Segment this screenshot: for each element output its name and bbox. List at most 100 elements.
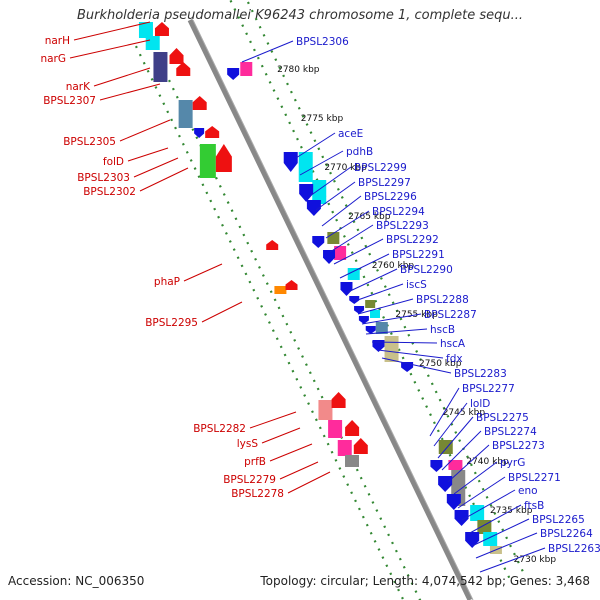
gene-arrow bbox=[154, 22, 169, 36]
gene-label-bpsl2282[interactable]: BPSL2282 bbox=[193, 423, 246, 435]
gene-label-narg[interactable]: narG bbox=[40, 53, 66, 65]
gene-label-bpsl2303[interactable]: BPSL2303 bbox=[77, 172, 130, 184]
gene-label-bpsl2263[interactable]: BPSL2263 bbox=[548, 543, 600, 555]
gene-arrow bbox=[349, 296, 360, 304]
gene-label-bpsl2295[interactable]: BPSL2295 bbox=[145, 317, 198, 329]
gene-connector bbox=[139, 167, 189, 192]
gene-label-bpsl2273[interactable]: BPSL2273 bbox=[492, 440, 545, 452]
gene-label-prfb[interactable]: prfB bbox=[244, 456, 266, 468]
gene-arrow bbox=[358, 316, 369, 324]
gene-arrow bbox=[430, 460, 443, 472]
gene-label-acee[interactable]: aceE bbox=[338, 128, 363, 140]
gene-label-bpsl2274[interactable]: BPSL2274 bbox=[484, 426, 537, 438]
gene-label-phap[interactable]: phaP bbox=[154, 276, 180, 288]
kbp-tick-label: 2740 kbp bbox=[466, 457, 509, 467]
gene-arrow bbox=[354, 306, 365, 314]
gene-label-bpsl2306[interactable]: BPSL2306 bbox=[296, 36, 349, 48]
gene-connector bbox=[361, 313, 422, 325]
gene-label-bpsl2277[interactable]: BPSL2277 bbox=[462, 383, 515, 395]
gene-connector bbox=[339, 253, 390, 279]
gene-connector bbox=[299, 150, 344, 176]
gene-label-bpsl2307[interactable]: BPSL2307 bbox=[43, 95, 96, 107]
gene-label-hscb[interactable]: hscB bbox=[430, 324, 455, 336]
gene-connector bbox=[269, 443, 313, 462]
accession-text: Accession: NC_006350 bbox=[8, 574, 145, 588]
gene-label-bpsl2305[interactable]: BPSL2305 bbox=[63, 136, 116, 148]
kbp-tick-label: 2780 kbp bbox=[277, 65, 320, 75]
gene-block bbox=[375, 322, 388, 334]
gene-label-bpsl2290[interactable]: BPSL2290 bbox=[400, 264, 453, 276]
gene-block bbox=[312, 180, 327, 204]
gene-connector bbox=[475, 532, 538, 559]
gene-connector bbox=[69, 39, 151, 59]
gene-label-fold[interactable]: folD bbox=[103, 156, 124, 168]
gene-arrow bbox=[372, 340, 385, 352]
gene-label-bpsl2292[interactable]: BPSL2292 bbox=[386, 234, 439, 246]
gene-label-lyss[interactable]: lysS bbox=[237, 438, 259, 450]
gene-arrow bbox=[454, 510, 469, 526]
kbp-tick-label: 2775 kbp bbox=[301, 114, 344, 124]
gene-label-lold[interactable]: lolD bbox=[470, 398, 490, 410]
gene-label-narh[interactable]: narH bbox=[45, 35, 70, 47]
gene-label-nark[interactable]: narK bbox=[66, 81, 91, 93]
gene-label-bpsl2264[interactable]: BPSL2264 bbox=[540, 528, 593, 540]
gene-label-bpsl2271[interactable]: BPSL2271 bbox=[508, 472, 561, 484]
gene-label-bpsl2275[interactable]: BPSL2275 bbox=[476, 412, 529, 424]
gene-block bbox=[274, 286, 287, 294]
gene-connector bbox=[183, 263, 223, 282]
gene-label-iscs[interactable]: iscS bbox=[406, 279, 427, 291]
gene-connector bbox=[315, 181, 356, 211]
gene-block bbox=[178, 100, 193, 128]
gene-arrow bbox=[340, 282, 353, 296]
gene-connector bbox=[453, 461, 498, 495]
gene-block bbox=[345, 455, 359, 467]
gene-arrow bbox=[323, 250, 336, 264]
gene-label-bpsl2297[interactable]: BPSL2297 bbox=[358, 177, 411, 189]
kbp-tick-label: 2760 kbp bbox=[372, 261, 415, 271]
gene-label-bpsl2283[interactable]: BPSL2283 bbox=[454, 368, 507, 380]
gene-arrow bbox=[194, 128, 205, 138]
gene-connector bbox=[99, 83, 161, 101]
gene-label-pdhb[interactable]: pdhB bbox=[346, 146, 373, 158]
kbp-tick-label: 2735 kbp bbox=[490, 506, 533, 516]
gene-arrow bbox=[192, 96, 207, 110]
gene-connector bbox=[365, 328, 428, 335]
gene-label-bpsl2279[interactable]: BPSL2279 bbox=[223, 474, 276, 486]
gene-connector bbox=[351, 283, 404, 303]
gene-arrow bbox=[331, 392, 346, 408]
gene-connector bbox=[471, 518, 530, 547]
gene-connector bbox=[461, 489, 516, 521]
gene-label-bpsl2288[interactable]: BPSL2288 bbox=[416, 294, 469, 306]
topology-text: Topology: circular; Length: 4,074,542 bp… bbox=[260, 574, 590, 588]
gene-label-bpsl2278[interactable]: BPSL2278 bbox=[231, 488, 284, 500]
gene-block bbox=[138, 22, 153, 38]
gene-arrow bbox=[227, 68, 240, 80]
gene-connector bbox=[325, 210, 370, 239]
gene-arrow bbox=[353, 438, 368, 454]
gene-connector bbox=[321, 195, 362, 227]
gene-label-hsca[interactable]: hscA bbox=[440, 338, 466, 350]
gene-label-bpsl2265[interactable]: BPSL2265 bbox=[532, 514, 585, 526]
gene-label-bpsl2296[interactable]: BPSL2296 bbox=[364, 191, 417, 203]
gene-label-pyrg[interactable]: pyrG bbox=[500, 457, 525, 469]
gene-label-bpsl2291[interactable]: BPSL2291 bbox=[392, 249, 445, 261]
gene-arrow bbox=[312, 236, 325, 248]
gene-label-fdx[interactable]: fdx bbox=[446, 353, 463, 365]
gene-arrow bbox=[299, 184, 314, 202]
gene-label-bpsl2299[interactable]: BPSL2299 bbox=[354, 162, 407, 174]
forward-gene-labels: BPSL2306 aceE pdhB BPSL2299BPSL2297BPSL2296… bbox=[241, 36, 600, 573]
gene-arrow bbox=[365, 326, 376, 334]
gene-arrow bbox=[345, 420, 360, 436]
gene-block bbox=[470, 505, 485, 521]
gene-label-eno[interactable]: eno bbox=[518, 485, 538, 497]
gene-label-bpsl2302[interactable]: BPSL2302 bbox=[83, 186, 136, 198]
gene-arrow bbox=[169, 48, 184, 64]
gene-label-ftsb[interactable]: ftsB bbox=[524, 500, 544, 512]
gene-connector bbox=[429, 387, 460, 437]
gene-label-bpsl2287[interactable]: BPSL2287 bbox=[424, 309, 477, 321]
gene-label-bpsl2293[interactable]: BPSL2293 bbox=[376, 220, 429, 232]
gene-label-bpsl2294[interactable]: BPSL2294 bbox=[372, 206, 425, 218]
gene-connector bbox=[441, 430, 482, 471]
